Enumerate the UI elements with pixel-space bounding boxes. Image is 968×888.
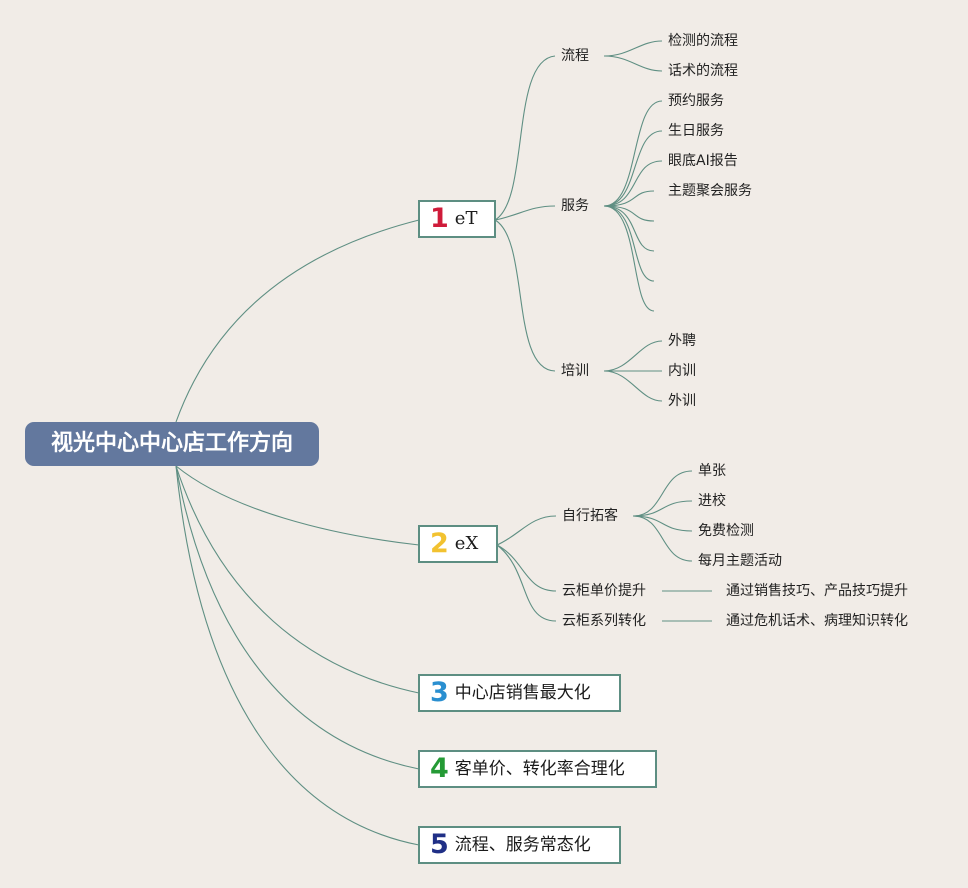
subtopic-zixing-tuoke[interactable]: 自行拓客: [562, 508, 618, 524]
branch-4-number: 4: [430, 753, 449, 784]
branch-1-label: eT: [454, 208, 478, 229]
edge-root-branch-2: [175, 465, 420, 546]
edge-fuwu-7: [603, 205, 655, 282]
branch-4-label: 客单价、转化率合理化: [454, 759, 625, 779]
edge-root-branch-1: [175, 219, 420, 423]
leaf-waipin[interactable]: 外聘: [668, 333, 696, 349]
edge-root-branch-3: [175, 465, 420, 694]
edge-liucheng-2: [603, 55, 663, 72]
edge-b1-fuwu: [494, 205, 556, 221]
edge-b1-peixun: [494, 219, 556, 372]
edge-tuoke-4: [632, 515, 693, 562]
subtopic-yungui-danjia[interactable]: 云柜单价提升: [562, 583, 646, 599]
leaf-jinxiao[interactable]: 进校: [698, 493, 726, 509]
leaf-huashu-liucheng[interactable]: 话术的流程: [668, 63, 738, 79]
edge-tuoke-2: [632, 500, 693, 517]
edge-root-branch-4: [175, 465, 420, 770]
leaf-xiaoshou-jiqiao[interactable]: 通过销售技巧、产品技巧提升: [726, 583, 908, 599]
edge-fuwu-6: [603, 205, 655, 252]
edge-peixun-3: [603, 370, 663, 402]
root-topic-label: 视光中心中心店工作方向: [50, 431, 293, 456]
edge-fuwu-5: [603, 205, 655, 222]
edge-fuwu-2: [603, 130, 663, 207]
edge-liucheng-1: [603, 40, 663, 57]
branch-3-number: 3: [430, 677, 449, 708]
branch-2-label: eX: [454, 533, 479, 554]
leaf-neixun[interactable]: 内训: [668, 363, 696, 379]
subtopic-yungui-zhuanhua[interactable]: 云柜系列转化: [562, 613, 646, 629]
leaf-yandi-ai-baogao[interactable]: 眼底AI报告: [668, 153, 738, 169]
leaf-shengri-fuwu[interactable]: 生日服务: [668, 123, 724, 139]
edge-b2-danjia: [496, 544, 557, 592]
leaf-zhuti-juhui-fuwu[interactable]: 主题聚会服务: [668, 183, 752, 199]
edge-peixun-1: [603, 340, 663, 372]
leaf-weiji-huashu[interactable]: 通过危机话术、病理知识转化: [726, 613, 908, 629]
leaf-danzhang[interactable]: 单张: [698, 463, 726, 479]
edge-tuoke-3: [632, 515, 693, 532]
edge-tuoke-1: [632, 470, 693, 517]
subtopic-peixun[interactable]: 培训: [561, 363, 589, 379]
leaf-meiyue-zhuti-huodong[interactable]: 每月主题活动: [698, 553, 782, 569]
branch-2-number: 2: [430, 528, 449, 559]
edge-fuwu-8: [603, 205, 655, 312]
subtopic-fuwu[interactable]: 服务: [561, 198, 589, 214]
leaf-yuyue-fuwu[interactable]: 预约服务: [668, 93, 724, 109]
leaf-waixun[interactable]: 外训: [668, 393, 696, 409]
subtopic-liucheng[interactable]: 流程: [561, 48, 589, 64]
branch-1-number: 1: [430, 203, 449, 234]
edge-fuwu-4: [603, 190, 655, 207]
branch-3-label: 中心店销售最大化: [454, 683, 591, 703]
edge-fuwu-1: [603, 100, 663, 207]
edge-b1-liucheng: [494, 55, 556, 221]
branch-5-number: 5: [430, 829, 449, 860]
edge-b2-tuoke: [496, 515, 557, 546]
edge-b2-zhuanhua: [496, 544, 557, 622]
branch-5-label: 流程、服务常态化: [454, 835, 591, 855]
leaf-jiance-liucheng[interactable]: 检测的流程: [668, 33, 738, 49]
edge-fuwu-3: [603, 160, 663, 207]
leaf-mianfei-jiance[interactable]: 免费检测: [698, 523, 754, 539]
edge-root-branch-5: [175, 465, 420, 846]
root-topic[interactable]: 视光中心中心店工作方向: [25, 422, 319, 466]
